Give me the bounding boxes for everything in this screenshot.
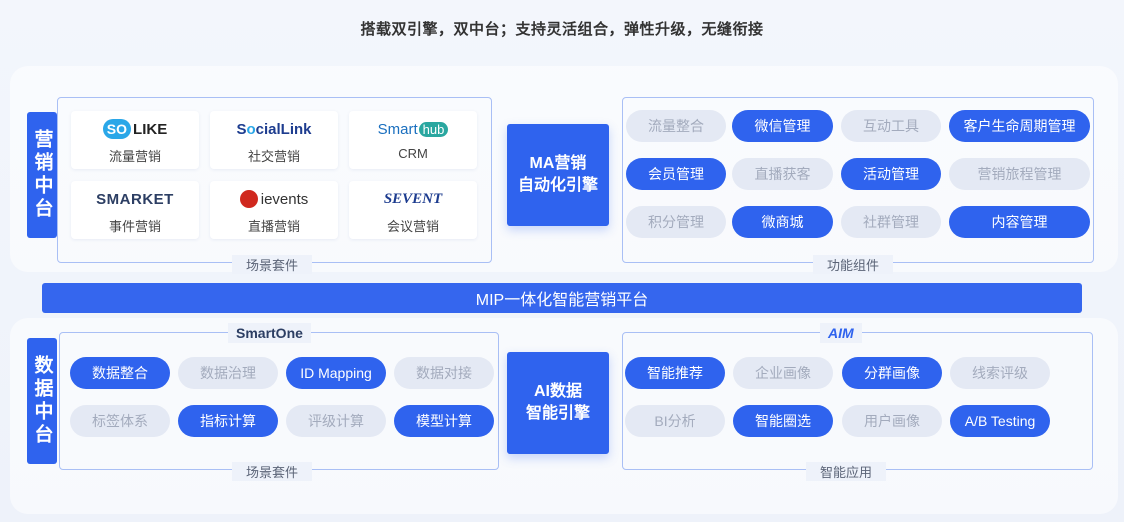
- feature-pill[interactable]: 内容管理: [949, 206, 1090, 238]
- data-scene-pill[interactable]: 模型计算: [394, 405, 494, 437]
- feature-pill[interactable]: 社群管理: [841, 206, 941, 238]
- pill-label: 社群管理: [863, 214, 919, 230]
- feature-pill[interactable]: 会员管理: [626, 158, 726, 190]
- card-ievents[interactable]: ievents 直播营销: [210, 181, 338, 239]
- data-scene-pill[interactable]: 数据整合: [70, 357, 170, 389]
- card-sevent[interactable]: SEVENT 会议营销: [349, 181, 477, 239]
- card-label: 会议营销: [386, 219, 439, 234]
- card-solike[interactable]: SO LIKE 流量营销: [71, 111, 199, 169]
- card-label: 流量营销: [108, 149, 161, 164]
- data-scene-pill[interactable]: 指标计算: [178, 405, 278, 437]
- data-scene-pill[interactable]: ID Mapping: [286, 357, 386, 389]
- ma-engine-line1: MA营销: [529, 155, 587, 172]
- pill-label: 内容管理: [991, 214, 1048, 230]
- marketing-title: 营销中台: [27, 112, 57, 238]
- ievents-logo-mark: [239, 190, 258, 208]
- pill-label: 用户画像: [864, 413, 920, 429]
- pill-label: 营销旅程管理: [977, 166, 1062, 182]
- app-pill[interactable]: 线索评级: [950, 357, 1050, 389]
- pill-label: 数据对接: [416, 365, 472, 381]
- pill-label: 直播获客: [754, 166, 811, 182]
- data-scene-pill[interactable]: 数据治理: [178, 357, 278, 389]
- pill-label: 数据整合: [92, 365, 148, 381]
- data-scene-pill[interactable]: 标签体系: [70, 405, 170, 437]
- card-label: 直播营销: [247, 219, 300, 234]
- ai-engine-line2: 智能引擎: [525, 405, 590, 422]
- smarket-logo: SMARKET: [96, 190, 174, 208]
- data-scene-pill[interactable]: 评级计算: [286, 405, 386, 437]
- app-frame: [622, 332, 1093, 470]
- pill-label: 活动管理: [863, 166, 919, 182]
- solike-logo: SO LIKE: [71, 117, 199, 141]
- pill-label: A/B Testing: [964, 413, 1036, 429]
- aim-brand-text: AIM: [828, 325, 854, 341]
- app-pill[interactable]: 分群画像: [842, 357, 942, 389]
- feature-pill[interactable]: 微信管理: [732, 110, 833, 142]
- feature-pill[interactable]: 流量整合: [626, 110, 726, 142]
- pill-label: 微商城: [761, 214, 804, 230]
- pill-label: 模型计算: [416, 413, 472, 429]
- pill-label: 线索评级: [972, 365, 1028, 381]
- ma-engine: MA营销 自动化引擎: [507, 124, 609, 226]
- smartone-brand: SmartOne: [228, 323, 311, 343]
- pill-label: 积分管理: [648, 214, 704, 230]
- marketing-scene-label: 场景套件: [232, 255, 313, 274]
- app-pill[interactable]: A/B Testing: [950, 405, 1050, 437]
- sevent-logo: SEVENT: [383, 190, 443, 207]
- feature-pill[interactable]: 微商城: [732, 206, 833, 238]
- feature-pill[interactable]: 客户生命周期管理: [949, 110, 1090, 142]
- card-smarket[interactable]: SMARKET 事件营销: [71, 181, 199, 239]
- feature-pill[interactable]: 直播获客: [732, 158, 833, 190]
- ievents-logo: ievents: [210, 187, 338, 211]
- pill-label: 流量整合: [648, 118, 704, 134]
- pill-label: 会员管理: [648, 166, 704, 182]
- app-pill[interactable]: 企业画像: [733, 357, 833, 389]
- data-title: 数据中台: [27, 338, 57, 464]
- data-scene-pill[interactable]: 数据对接: [394, 357, 494, 389]
- card-label: 社交营销: [247, 149, 300, 164]
- pill-label: 标签体系: [92, 413, 148, 429]
- smartone-brand-text: SmartOne: [236, 325, 303, 341]
- pill-label: 数据治理: [200, 365, 256, 381]
- pill-label: 客户生命周期管理: [963, 118, 1076, 134]
- app-label: 智能应用: [806, 462, 887, 481]
- feature-pill[interactable]: 营销旅程管理: [949, 158, 1090, 190]
- pill-label: 智能圈选: [755, 413, 811, 429]
- pill-label: 企业画像: [755, 365, 811, 381]
- data-scene-frame: [59, 332, 499, 470]
- pill-label: 分群画像: [864, 365, 920, 381]
- app-pill[interactable]: 用户画像: [842, 405, 942, 437]
- feature-pill[interactable]: 互动工具: [841, 110, 941, 142]
- ai-engine-line1: AI数据: [533, 383, 582, 400]
- pill-label: ID Mapping: [300, 365, 372, 381]
- pill-label: 指标计算: [200, 413, 256, 429]
- feature-pill[interactable]: 活动管理: [841, 158, 941, 190]
- feature-label: 功能组件: [813, 255, 894, 274]
- app-pill[interactable]: 智能圈选: [733, 405, 833, 437]
- ma-engine-line2: 自动化引擎: [517, 177, 598, 194]
- feature-pill[interactable]: 积分管理: [626, 206, 726, 238]
- solike-logo-text: LIKE: [133, 120, 168, 138]
- headline: 搭载双引擎，双中台；支持灵活组合，弹性升级，无缝衔接: [360, 21, 764, 38]
- app-pill[interactable]: BI分析: [625, 405, 725, 437]
- pill-label: 互动工具: [863, 118, 919, 134]
- aim-brand: AIM: [820, 323, 862, 343]
- pill-label: 智能推荐: [647, 365, 703, 381]
- data-scene-label: 场景套件: [232, 462, 313, 481]
- card-label: CRM: [398, 146, 428, 161]
- pill-label: BI分析: [654, 413, 696, 429]
- mip-platform-bar: MIP一体化智能营销平台: [42, 283, 1082, 313]
- app-pill[interactable]: 智能推荐: [625, 357, 725, 389]
- card-label: 事件营销: [108, 219, 161, 234]
- ai-engine: AI数据 智能引擎: [507, 352, 609, 454]
- solike-logo-mark: SO: [102, 119, 132, 139]
- pill-label: 微信管理: [754, 118, 811, 134]
- pill-label: 评级计算: [308, 413, 364, 429]
